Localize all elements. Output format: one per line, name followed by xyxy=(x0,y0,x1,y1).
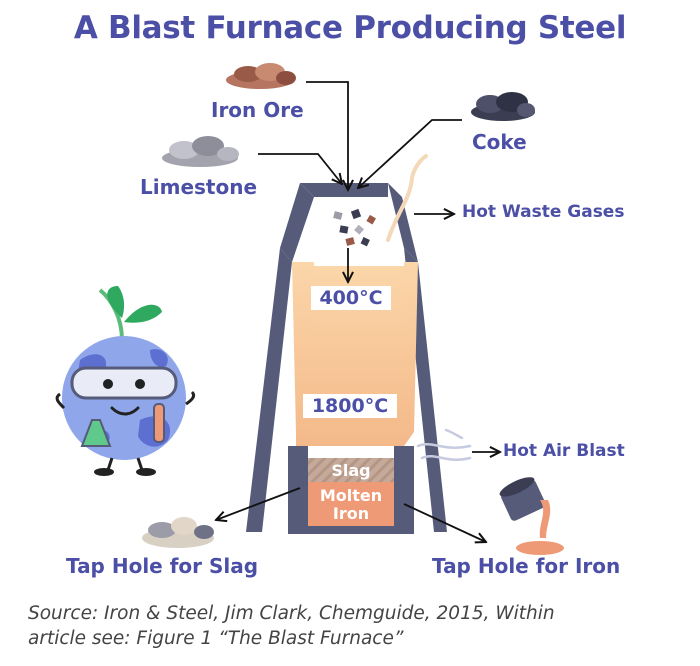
label-molten-iron: Molten Iron xyxy=(308,487,394,523)
label-slag: Slag xyxy=(331,461,371,480)
charge-pieces xyxy=(333,208,376,247)
furnace-frame xyxy=(246,183,447,534)
source-citation: Source: Iron & Steel, Jim Clark, Chemgui… xyxy=(28,601,688,651)
pouring-bucket xyxy=(499,477,564,555)
source-line-2: article see: Figure 1 “The Blast Furnace… xyxy=(28,628,404,649)
iron-ore-pile xyxy=(226,63,296,89)
molten-iron-layer xyxy=(308,482,394,526)
arrow-coke xyxy=(358,119,462,188)
arrow-limestone xyxy=(258,153,342,184)
arrow-tap-slag xyxy=(216,487,301,520)
limestone-pile xyxy=(162,136,239,167)
label-hot-air-blast: Hot Air Blast xyxy=(503,441,625,461)
source-line-1: Source: Iron & Steel, Jim Clark, Chemgui… xyxy=(28,603,555,624)
label-hot-waste-gases: Hot Waste Gases xyxy=(462,202,625,222)
page-title: A Blast Furnace Producing Steel xyxy=(73,10,627,46)
coke-pile xyxy=(471,92,535,121)
slag-pile xyxy=(142,517,214,548)
label-limestone: Limestone xyxy=(140,175,258,199)
flow-arrows xyxy=(216,81,500,542)
label-tap-hole-iron: Tap Hole for Iron xyxy=(432,554,621,578)
label-iron-ore: Iron Ore xyxy=(211,98,304,122)
arrow-iron-ore xyxy=(306,81,348,190)
label-molten-line1: Molten xyxy=(319,486,383,505)
slag-layer xyxy=(308,458,394,482)
label-coke: Coke xyxy=(472,130,527,154)
arrow-tap-iron xyxy=(403,503,486,542)
label-temp-400: 400°C xyxy=(311,286,391,310)
label-tap-hole-slag: Tap Hole for Slag xyxy=(66,554,259,578)
label-temp-1800: 1800°C xyxy=(303,394,397,418)
label-molten-line2: Iron xyxy=(332,504,370,523)
globe-mascot xyxy=(55,286,196,476)
hot-air-wisps xyxy=(416,428,472,461)
waste-gas-wisp xyxy=(386,154,428,242)
